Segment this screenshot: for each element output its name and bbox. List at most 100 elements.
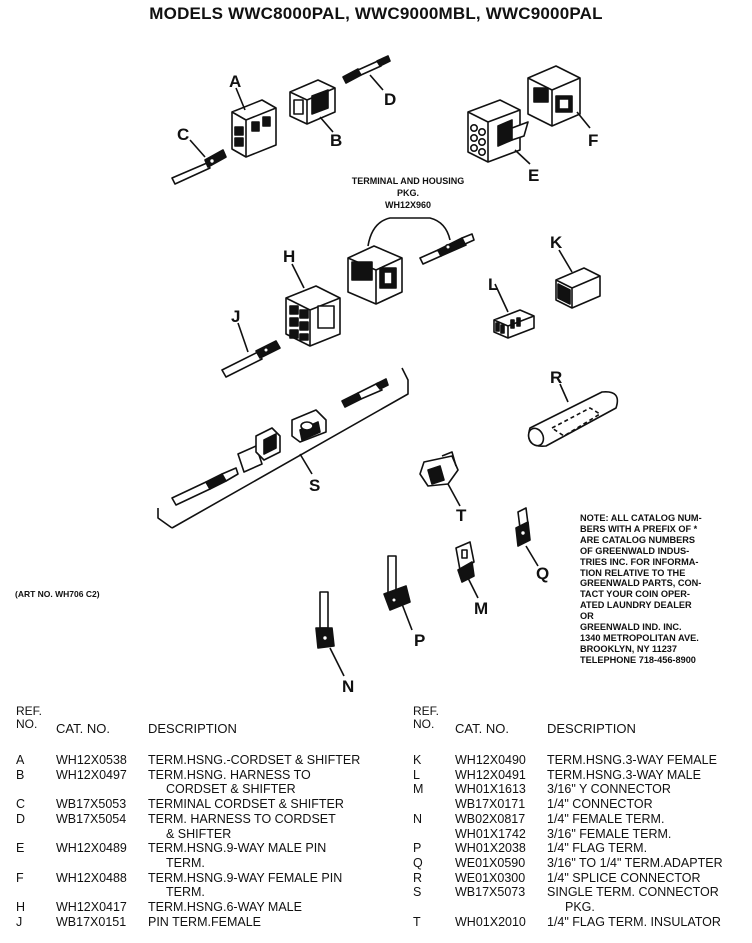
cat-no: WH12X0490 [455, 753, 526, 767]
description: TERMINAL CORDSET & SHIFTER [148, 797, 386, 812]
part-s-terminal-2 [171, 467, 239, 506]
description-line: TERM.HSNG.6-WAY MALE [148, 900, 302, 915]
description-line: & SHIFTER [166, 826, 232, 841]
cat-no: WB17X5053 [56, 797, 127, 812]
pkg-housing [347, 245, 403, 305]
description-line: TERM.HSNG.9-WAY MALE PIN [148, 841, 327, 856]
leader-a [235, 87, 246, 111]
description: 3/16" Y CONNECTOR [547, 782, 743, 797]
description-line: 3/16" Y CONNECTOR [547, 782, 671, 797]
description-line: TERM. [166, 855, 205, 870]
description-line: TERM.HSNG.3-WAY FEMALE [547, 753, 717, 767]
description: 3/16" TO 1/4" TERM.ADAPTER [547, 856, 743, 871]
ref-no: H [16, 900, 26, 915]
description-line: SINGLE TERM. CONNECTOR [547, 885, 719, 900]
ref-header-line2: NO. [16, 717, 38, 731]
page-title: MODELS WWC8000PAL, WWC9000MBL, WWC9000PA… [149, 4, 603, 23]
description-line: TERM.HSNG.3-WAY MALE [547, 767, 701, 782]
description-line: TERM.HSNG.-CORDSET & SHIFTER [148, 753, 361, 767]
note-line: TRIES INC. FOR INFORMA- [580, 556, 699, 567]
cat-no: WH01X1742 [455, 826, 526, 841]
part-s-outline [157, 367, 409, 529]
pkg-terminal [419, 233, 475, 265]
callout-e: E [528, 166, 539, 185]
part-r-splice [527, 391, 619, 447]
callout-f: F [588, 131, 598, 150]
note-line: TACT YOUR COIN OPER- [580, 589, 690, 600]
part-t-insulator [419, 451, 459, 487]
desc-header: DESCRIPTION [148, 721, 237, 737]
leader-d [369, 74, 384, 91]
part-h-housing [285, 285, 341, 347]
art-number: (ART NO. WH706 C2) [15, 589, 100, 599]
cat-no: WH12X0489 [56, 841, 127, 856]
description: 3/16" FEMALE TERM. [547, 827, 743, 842]
ref-no: A [16, 753, 25, 767]
leader-k [558, 249, 573, 273]
description-line: PKG. [565, 900, 595, 915]
ref-header-line1: REF. [413, 704, 440, 718]
description: 1/4" CONNECTOR [547, 797, 743, 812]
ref-no: N [413, 811, 423, 826]
description-line: PIN TERM.FEMALE [148, 914, 261, 929]
note-line: TION RELATIVE TO THE [580, 567, 686, 578]
ref-no: T [413, 914, 421, 929]
leader-b [319, 116, 334, 133]
leader-p [401, 603, 413, 631]
ref-no: K [413, 753, 422, 767]
description: TERM.HSNG.6-WAY MALE [148, 900, 386, 915]
callout-r: R [550, 368, 562, 387]
ref-no: S [413, 885, 422, 900]
pkg-label-line3: WH12X960 [385, 200, 431, 210]
ref-no: P [413, 841, 422, 856]
cat-no: WH12X0491 [455, 767, 526, 782]
note-line: OR [580, 611, 594, 622]
parts-rows-right: K WH12X0490 TERM.HSNG.3-WAY FEMALE L WH12X04… [413, 753, 743, 929]
callout-p: P [414, 631, 425, 650]
ref-no: F [16, 870, 24, 885]
description-line: 1/4" SPLICE CONNECTOR [547, 870, 701, 885]
leader-h [291, 263, 305, 289]
cat-no: WH12X0497 [56, 767, 127, 782]
callout-s: S [309, 476, 320, 495]
pkg-label-line2: PKG. [397, 188, 419, 198]
leader-l [494, 283, 509, 313]
ref-no: L [413, 767, 420, 782]
part-c-terminal [171, 149, 227, 185]
leader-e [514, 149, 531, 165]
leader-j [237, 322, 249, 353]
callout-n: N [342, 677, 354, 696]
note-line: GREENWALD PARTS, CON- [580, 578, 702, 589]
callout-k: K [550, 233, 563, 252]
leader-c [189, 139, 206, 158]
description: 1/4" FLAG TERM. INSULATOR [547, 915, 743, 930]
ref-no: Q [413, 855, 423, 870]
cat-no: WH01X2038 [455, 841, 526, 856]
part-d-terminal [342, 55, 391, 84]
part-p-terminal [383, 555, 411, 611]
ref-no: M [413, 782, 424, 797]
callout-c: C [177, 125, 189, 144]
ref-header-line1: REF. [16, 704, 43, 718]
callout-j: J [231, 307, 240, 326]
description-line: TERM. [166, 885, 205, 900]
cat-no: WB02X0817 [455, 811, 526, 826]
ref-no: E [16, 841, 25, 856]
part-n-terminal [315, 591, 335, 649]
description-line: TERMINAL CORDSET & SHIFTER [148, 797, 344, 812]
description: PIN TERM.FEMALE [148, 915, 386, 930]
note-line: NOTE: ALL CATALOG NUM- [580, 513, 702, 523]
